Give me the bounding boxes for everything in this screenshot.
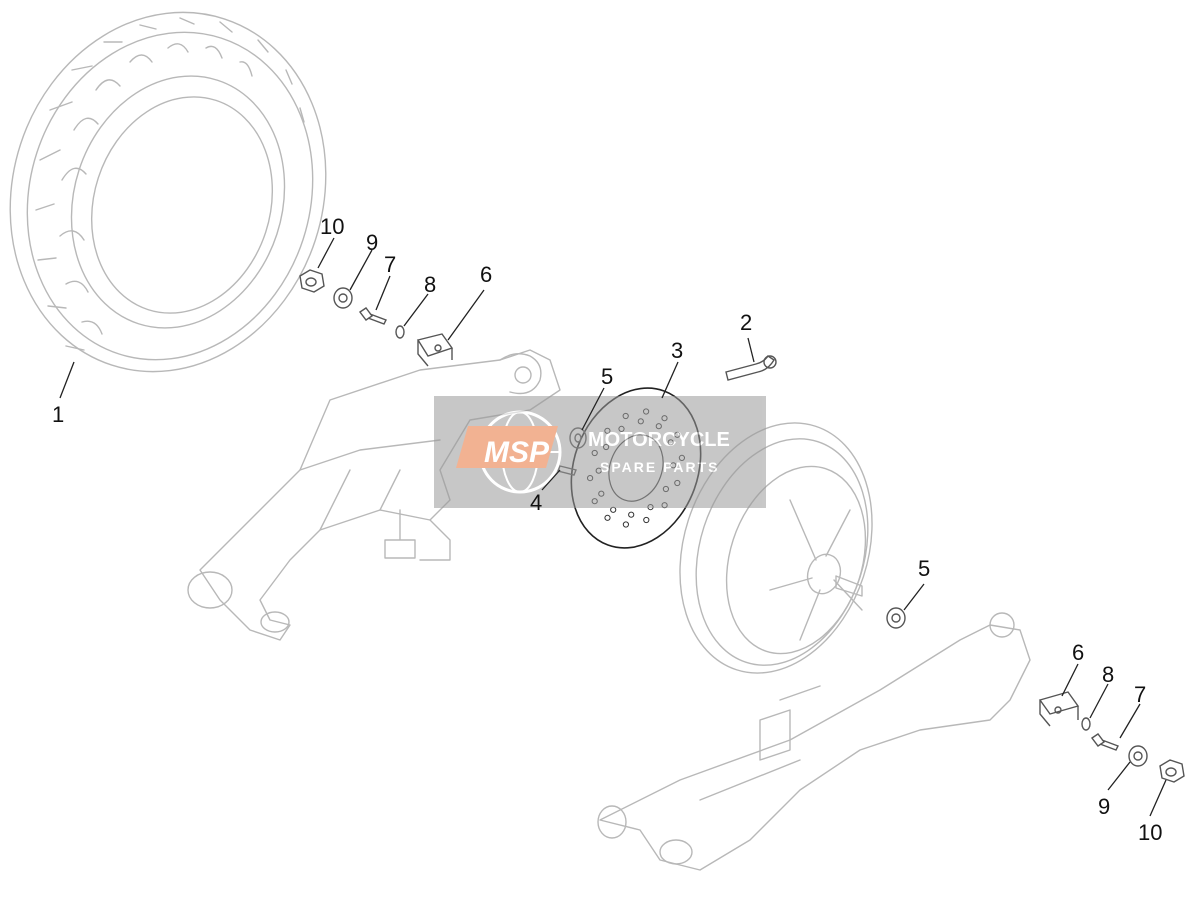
callout-6a[interactable]: 6: [480, 262, 492, 287]
callout-7b[interactable]: 7: [1134, 682, 1146, 707]
callout-9a[interactable]: 9: [366, 230, 378, 255]
callout-8a[interactable]: 8: [424, 272, 436, 297]
spacer-right[interactable]: [1038, 691, 1080, 727]
watermark-line2: SPARE PARTS: [600, 459, 720, 475]
callout-10a[interactable]: 10: [320, 214, 344, 239]
leader-lines: [59, 237, 1167, 817]
callout-8b[interactable]: 8: [1102, 662, 1114, 687]
disc-hole: [628, 511, 635, 518]
washer-left[interactable]: [333, 287, 353, 309]
callout-7a[interactable]: 7: [384, 252, 396, 277]
callout-3[interactable]: 3: [671, 338, 683, 363]
callout-2[interactable]: 2: [740, 310, 752, 335]
bolt-right[interactable]: [1090, 733, 1119, 751]
washer-right[interactable]: [1128, 745, 1148, 767]
tyre-part[interactable]: [0, 0, 372, 413]
callout-1[interactable]: 1: [52, 402, 64, 427]
spring-washer-right[interactable]: [1081, 717, 1091, 731]
watermark-logo-text: MSP: [484, 436, 550, 469]
watermark: MSP MOTORCYCLE SPARE PARTS: [434, 396, 766, 508]
axle-nut-left[interactable]: [299, 269, 325, 293]
spacer-left[interactable]: [416, 333, 454, 367]
disc-hole: [643, 516, 650, 524]
callout-5a[interactable]: 5: [601, 364, 613, 389]
bolt-left[interactable]: [358, 307, 387, 325]
axle-nut-right[interactable]: [1159, 759, 1185, 783]
right-swingarm-part[interactable]: [597, 612, 1031, 871]
watermark-line1: MOTORCYCLE: [588, 429, 730, 451]
callout-4[interactable]: 4: [530, 490, 542, 515]
disc-hole: [622, 521, 630, 528]
spacer-washer-right[interactable]: [886, 607, 906, 629]
callout-6b[interactable]: 6: [1072, 640, 1084, 665]
callouts: 1 2 3 4 5 5 6 6 7 7 8 8 9 9 10 10: [52, 214, 1162, 845]
watermark-logo-badge: [456, 426, 558, 468]
disc-hole: [604, 514, 611, 521]
wheel-rim-part[interactable]: [649, 398, 903, 698]
callout-9b[interactable]: 9: [1098, 794, 1110, 819]
callout-10b[interactable]: 10: [1138, 820, 1162, 845]
spring-washer-left[interactable]: [395, 325, 405, 339]
valve-part[interactable]: [725, 355, 777, 381]
callout-5b[interactable]: 5: [918, 556, 930, 581]
